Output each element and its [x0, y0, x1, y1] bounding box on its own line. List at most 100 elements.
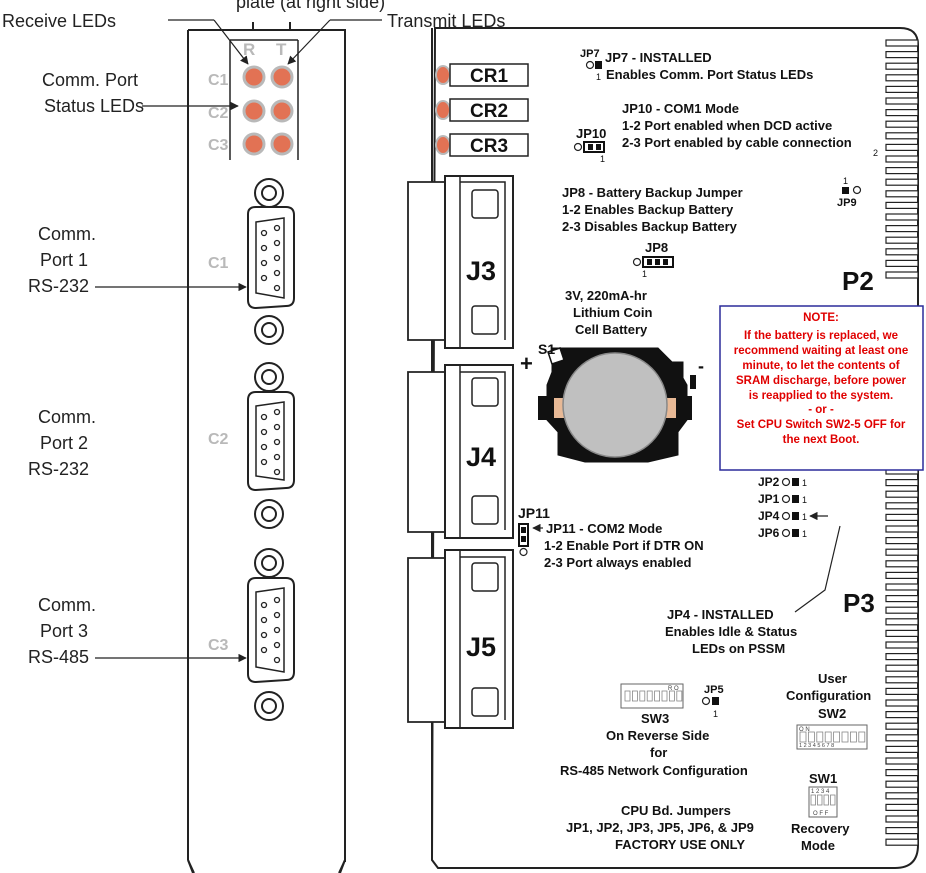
dip-switch-slot — [799, 731, 807, 743]
jumper-tag: JP4 — [758, 509, 780, 523]
edge-finger — [885, 201, 919, 209]
jp8-pin: 1 — [642, 269, 647, 279]
dip-switch-slot — [810, 794, 816, 806]
sw3-mark: R O — [668, 686, 679, 692]
edge-finger — [885, 757, 919, 765]
edge-finger — [885, 687, 919, 696]
jp11-jumper: JP11 JP11 - COM2 Mode 1-2 Enable Port if… — [518, 505, 704, 570]
battery-line2: Lithium Coin — [573, 305, 652, 320]
faceplate-led-row-3: C3 — [208, 132, 294, 156]
dip-switch-slot — [816, 731, 824, 743]
jumper-jp2: JP2 1 — [758, 475, 807, 489]
edge-finger — [885, 560, 919, 568]
board-led-cr2: CR2 — [435, 98, 529, 122]
faceplate-port-1: C1 — [208, 178, 295, 345]
battery-line3: Cell Battery — [575, 322, 648, 337]
edge-finger — [885, 641, 919, 649]
edge-finger — [885, 676, 919, 684]
pin-marker: 2 — [873, 148, 878, 158]
led-row-label: C2 — [208, 105, 229, 122]
jp9-pin: 1 — [843, 176, 848, 186]
edge-finger — [885, 548, 919, 556]
edge-finger — [885, 271, 919, 279]
dip-switch-slot — [654, 690, 660, 702]
sw3-line1: On Reverse Side — [606, 728, 709, 743]
sw3-line2: for — [650, 745, 667, 760]
faceplate-port-2: C2 — [208, 362, 295, 529]
edge-finger — [885, 213, 919, 221]
status-leds-label-line1: Comm. Port — [42, 70, 138, 90]
note-line: is reapplied to the system. — [749, 390, 893, 402]
dip-switch-slot — [841, 731, 849, 743]
sw1-dip-switch: SW1 1 2 3 4 O F F Recovery Mode — [791, 771, 850, 853]
receive-led-c1 — [242, 65, 266, 89]
jp4-note-line1: Enables Idle & Status — [665, 624, 797, 639]
top-cut-text: plate (at right side) — [236, 0, 385, 12]
receive-leds-label: Receive LEDs — [2, 11, 116, 31]
jp11-tag: JP11 — [518, 505, 550, 521]
edge-finger — [885, 190, 919, 198]
port-label: C3 — [208, 637, 229, 654]
jp7-pin: 1 — [596, 72, 601, 82]
connector-j4: J4 — [407, 364, 514, 539]
edge-finger — [885, 97, 919, 105]
faceplate-port-3: C3 — [208, 548, 295, 721]
faceplate-led-row-1: C1 — [208, 65, 294, 89]
edge-finger — [885, 74, 919, 82]
connector-j5: J5 — [407, 549, 514, 729]
port2-label-line1: Comm. — [38, 407, 96, 427]
edge-finger — [885, 838, 919, 846]
led-label: CR1 — [470, 66, 508, 87]
jumper-pin: 1 — [802, 529, 807, 539]
transmit-led-c1 — [270, 65, 294, 89]
dip-switch-slot — [833, 731, 840, 743]
sw1-line1: Recovery — [791, 821, 850, 836]
battery-minus: - — [698, 356, 704, 376]
sw1-line2: Mode — [801, 838, 835, 853]
jumper-jp1: JP1 1 — [758, 492, 807, 506]
coin-cell-battery: S1 + - — [520, 341, 704, 463]
sw2-line2: Configuration — [786, 688, 871, 703]
edge-finger — [885, 62, 919, 70]
dip-switch-slot — [624, 690, 631, 702]
note-line: minute, to let the contents of — [742, 360, 899, 372]
cpu-note-line3: FACTORY USE ONLY — [615, 837, 745, 852]
jumper-jp6: JP6 1 — [758, 526, 807, 540]
jp10-jumper: JP10 1 JP10 - COM1 Mode 1-2 Port enabled… — [573, 101, 852, 164]
sw3-line3: RS-485 Network Configuration — [560, 763, 748, 778]
jp5-tag: JP5 — [704, 684, 724, 696]
edge-finger — [885, 490, 919, 498]
port1-label-line3: RS-232 — [28, 276, 89, 296]
jp4-note-title: JP4 - INSTALLED — [667, 607, 774, 622]
dip-switch-slot — [676, 690, 683, 702]
jp5-jumper: JP5 1 — [701, 684, 724, 719]
transmit-leds-label: Transmit LEDs — [387, 11, 505, 31]
edge-connector-fingers — [885, 39, 919, 846]
board-led-cr1: CR1 — [435, 63, 529, 87]
jumper-pin: 1 — [802, 512, 807, 522]
jumper-pin: 1 — [802, 478, 807, 488]
edge-finger — [885, 178, 919, 186]
dip-switch-slot — [808, 731, 815, 743]
note-line: - or - — [808, 404, 834, 416]
jp9-tag: JP9 — [837, 197, 857, 209]
edge-connector-p3: P3 — [843, 588, 875, 618]
sw2-on-mark: O N — [799, 727, 810, 733]
edge-finger — [885, 236, 919, 244]
edge-finger — [885, 155, 919, 163]
edge-finger — [885, 536, 919, 545]
sw2-dip-switch: User Configuration SW2 O N 1 2 3 4 5 6 7… — [786, 671, 871, 750]
dip-switch-slot — [646, 690, 653, 702]
edge-finger — [885, 826, 919, 835]
faceplate-led-row-2: C2 — [208, 99, 294, 123]
edge-finger — [885, 722, 919, 730]
port2-label-line2: Port 2 — [40, 433, 88, 453]
dip-switch-slot — [858, 731, 866, 743]
connector-label: J3 — [466, 256, 496, 286]
jp5-pin: 1 — [713, 709, 718, 719]
note-line: Set CPU Switch SW2-5 OFF for — [737, 419, 906, 431]
jp8-title: JP8 - Battery Backup Jumper — [562, 185, 743, 200]
jp10-line1: 1-2 Port enabled when DCD active — [622, 118, 832, 133]
sw1-numbers: 1 2 3 4 — [811, 789, 830, 795]
